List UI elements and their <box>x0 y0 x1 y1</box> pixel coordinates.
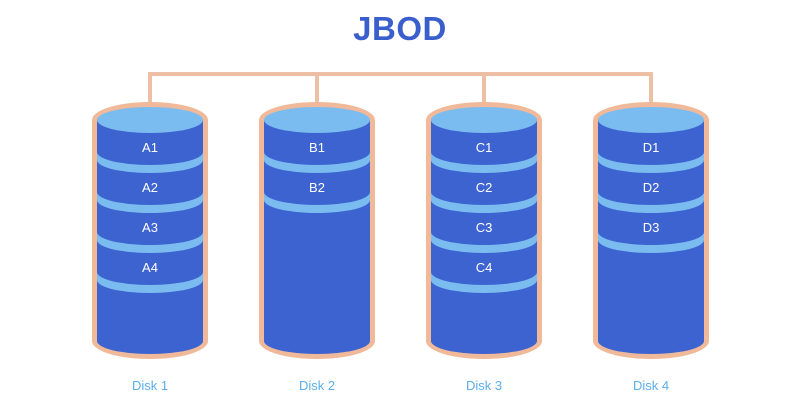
disk-label: Disk 4 <box>632 378 670 393</box>
disk-body <box>97 120 203 354</box>
slice-separator <box>598 232 704 253</box>
disk-label: Disk 3 <box>465 378 503 393</box>
block-label: A2 <box>142 180 158 195</box>
disk-top <box>431 107 537 133</box>
block-label: A4 <box>142 260 158 275</box>
block-label: D3 <box>643 220 660 235</box>
disk-label: Disk 2 <box>298 378 336 393</box>
disk-body <box>264 120 370 354</box>
slice-separator <box>431 232 537 253</box>
slice-separator <box>264 192 370 213</box>
block-label: D1 <box>643 140 660 155</box>
slice-separator <box>598 152 704 173</box>
block-label: D2 <box>643 180 660 195</box>
slice-separator <box>431 152 537 173</box>
connector-lines <box>148 72 653 106</box>
slice-separator <box>97 152 203 173</box>
block-label: A3 <box>142 220 158 235</box>
disk-top <box>97 107 203 133</box>
slice-separator <box>264 152 370 173</box>
slice-separator <box>598 192 704 213</box>
disk-label: Disk 1 <box>131 378 169 393</box>
block-label: B1 <box>309 140 325 155</box>
disk-top <box>264 107 370 133</box>
block-label: B2 <box>309 180 325 195</box>
diagram-title: JBOD <box>353 10 447 47</box>
disk-body <box>431 120 537 354</box>
slice-separator <box>97 272 203 293</box>
block-label: C3 <box>476 220 493 235</box>
slice-separator <box>97 232 203 253</box>
slice-separator <box>97 192 203 213</box>
block-label: C4 <box>476 260 493 275</box>
block-label: C1 <box>476 140 493 155</box>
disk-top <box>598 107 704 133</box>
slice-separator <box>431 192 537 213</box>
block-label: A1 <box>142 140 158 155</box>
block-label: C2 <box>476 180 493 195</box>
slice-separator <box>431 272 537 293</box>
disk-body <box>598 120 704 354</box>
